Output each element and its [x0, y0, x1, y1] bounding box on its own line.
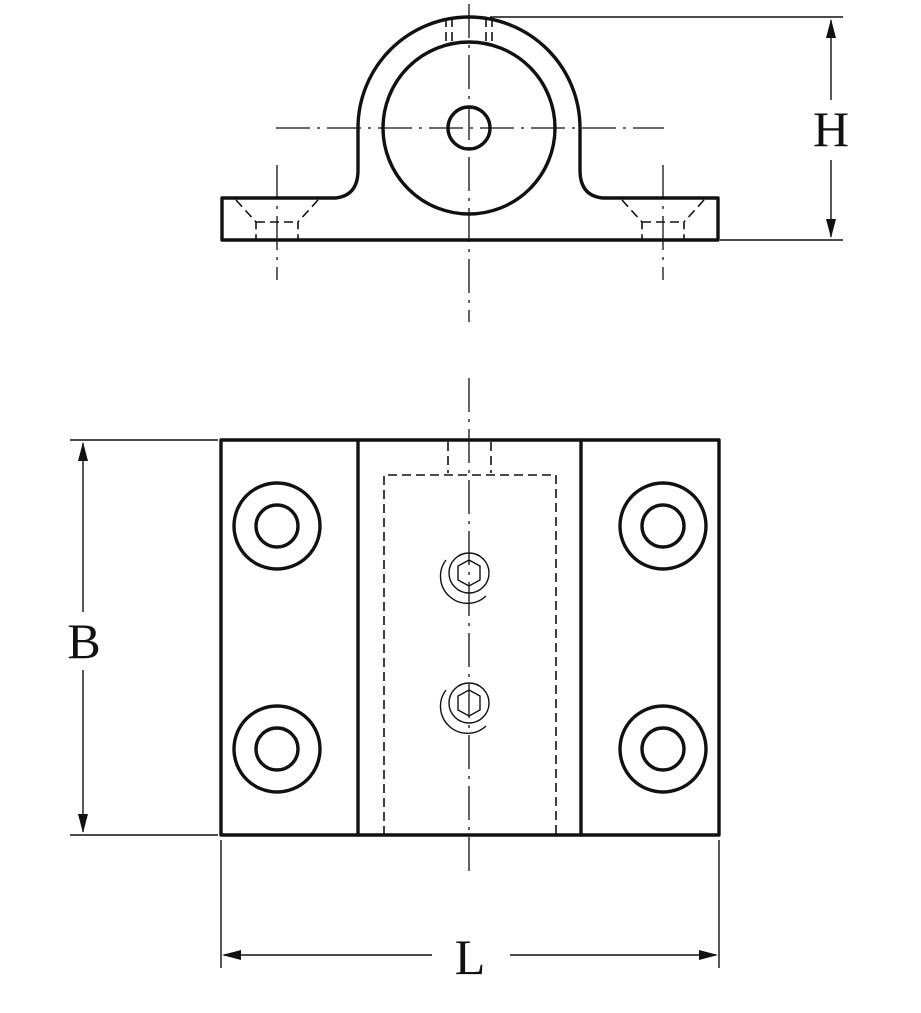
hex-screw-lower [439, 682, 490, 735]
width-arrow-bottom [78, 814, 88, 833]
height-label: H [813, 101, 849, 157]
hex-screw-upper [439, 552, 490, 605]
hidden-bore-outline [383, 474, 557, 835]
mounting-hole-bottom-right-outer [618, 704, 708, 794]
height-arrow-bottom [826, 219, 836, 238]
height-arrow-top [826, 19, 836, 38]
mounting-hole-top-right-inner [640, 503, 686, 549]
width-arrow-top [78, 442, 88, 461]
length-arrow-right [699, 950, 718, 960]
top-view-outline [219, 438, 721, 837]
top-view [219, 378, 721, 875]
length-arrow-left [222, 950, 241, 960]
width-dimension: B [67, 439, 218, 836]
width-label: B [67, 613, 100, 669]
hidden-set-screw [447, 442, 492, 473]
front-view [220, 4, 720, 322]
mounting-hole-bottom-left-outer [232, 704, 322, 794]
mounting-hole-top-left-inner [254, 503, 300, 549]
length-dimension: L [220, 840, 720, 985]
mounting-hole-bottom-right-inner [640, 726, 686, 772]
height-dimension: H [490, 16, 849, 241]
front-view-outline [220, 15, 720, 242]
mounting-hole-bottom-left-inner [254, 726, 300, 772]
mounting-hole-top-left-outer [232, 481, 322, 571]
mounting-hole-top-right-outer [618, 481, 708, 571]
length-label: L [455, 929, 486, 985]
